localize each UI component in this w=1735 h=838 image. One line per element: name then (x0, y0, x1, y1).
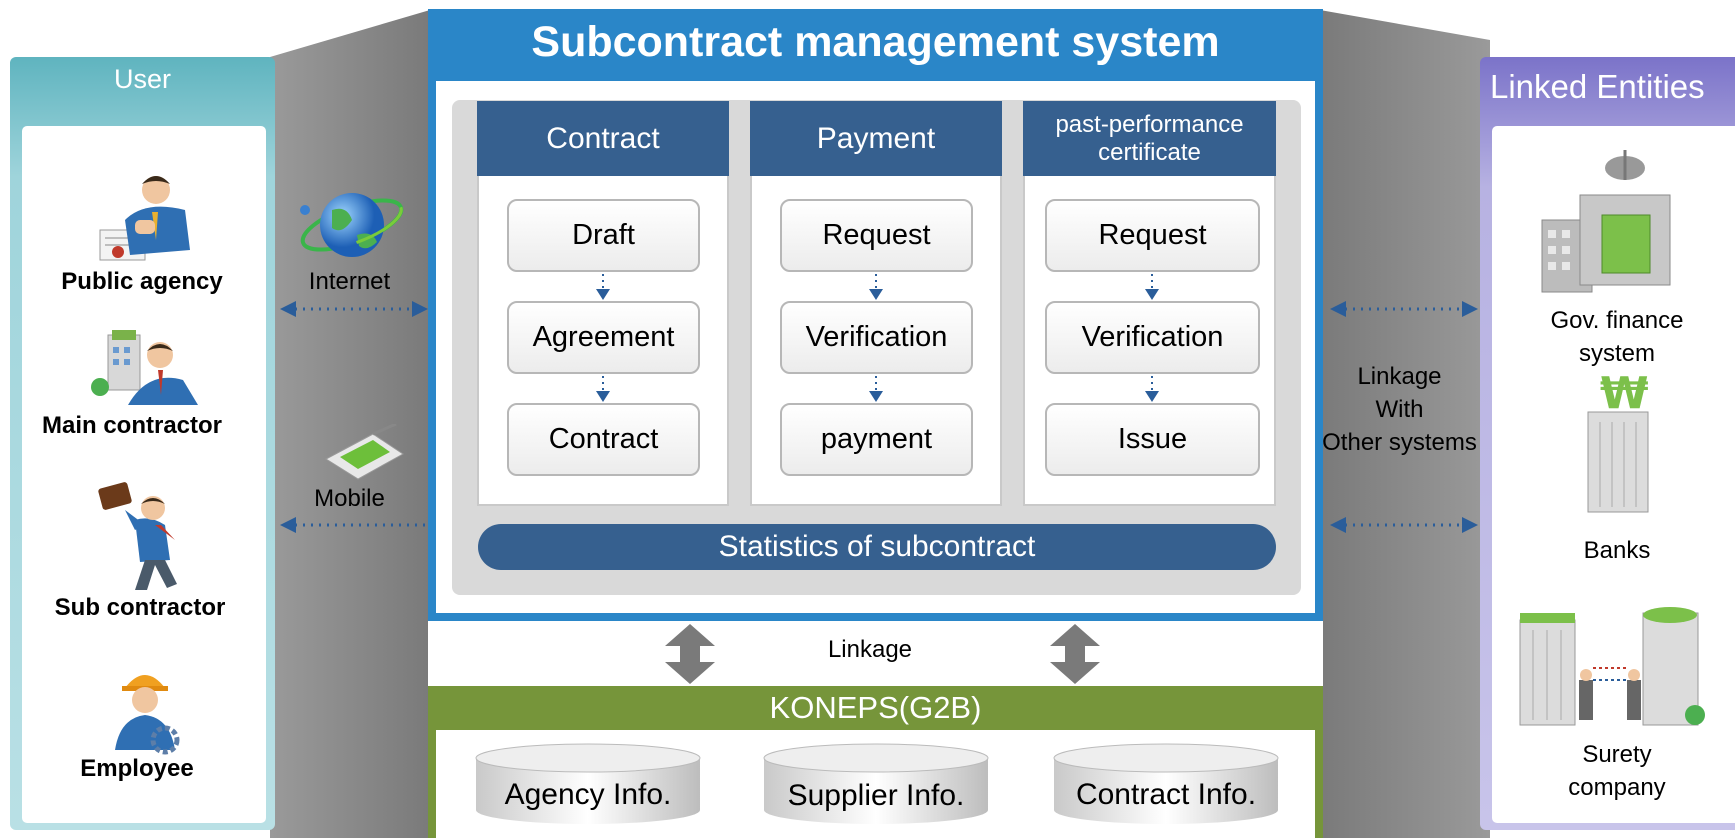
left-funnel (270, 10, 430, 838)
public-agency-icon (99, 176, 190, 261)
user-public-agency: Public agency (61, 268, 223, 295)
linkage-band (428, 621, 1323, 686)
linked-entities-title: Linked Entities (1490, 68, 1705, 105)
linkage-left-arrow-icon (665, 624, 715, 684)
step-certificate-request: Request (1045, 199, 1260, 272)
step-verification: Verification (780, 301, 973, 374)
channel-mobile: Mobile (314, 485, 385, 512)
linkage-line: With (1375, 396, 1424, 423)
linkage-right-arrow-icon (1050, 624, 1100, 684)
entity-gov-finance: Gov. finance system (1517, 304, 1717, 370)
user-main-contractor: Main contractor (41, 412, 223, 439)
user-employee: Employee (80, 755, 194, 782)
user-sub-contractor: Sub contractor (54, 594, 226, 621)
employee-icon (115, 675, 180, 755)
down-arrow (1145, 289, 1159, 300)
linkage-label: Linkage (827, 636, 913, 663)
database-icon (475, 743, 701, 824)
arrowhead (1462, 517, 1478, 533)
mobile-device-icon (325, 424, 404, 480)
bank-building-icon: ₩ (1587, 372, 1649, 513)
db-supplier-info: Supplier Info. (787, 779, 965, 812)
channel-internet: Internet (308, 268, 391, 295)
database-icon (763, 743, 989, 824)
step-agreement: Agreement (507, 301, 700, 374)
arrowhead (280, 517, 296, 533)
down-arrow (869, 391, 883, 402)
koneps-title: KONEPS(G2B) (769, 690, 982, 725)
step-certificate-verification: Verification (1045, 301, 1260, 374)
past-performance-column-header: past-performance certificate (1023, 101, 1276, 176)
down-arrow (596, 391, 610, 402)
down-arrow (869, 289, 883, 300)
entity-line: company (1568, 774, 1666, 801)
entity-banks: Banks (1583, 537, 1651, 564)
contract-column-header: Contract (477, 101, 729, 176)
step-request: Request (780, 199, 973, 272)
system-title: Subcontract management system (531, 18, 1220, 66)
payment-column-header: Payment (750, 101, 1002, 176)
user-panel-title: User (113, 64, 171, 94)
step-payment: payment (780, 403, 973, 476)
step-contract: Contract (507, 403, 700, 476)
linkage-line: Other systems (1322, 429, 1477, 456)
linkage-other-systems: Linkage With Other systems (1312, 360, 1487, 459)
gov-finance-building-icon (1541, 150, 1671, 293)
step-draft: Draft (507, 199, 700, 272)
statistics-bar: Statistics of subcontract (478, 524, 1276, 570)
main-contractor-icon (91, 330, 198, 405)
db-agency-info: Agency Info. (504, 778, 672, 811)
step-issue: Issue (1045, 403, 1260, 476)
linkage-line: Linkage (1357, 363, 1442, 390)
entity-surety-company: Surety company (1517, 738, 1717, 804)
arrowhead (280, 301, 296, 317)
header-line: past-performance (1055, 110, 1244, 138)
db-contract-info: Contract Info. (1075, 778, 1257, 811)
internet-globe-icon (300, 193, 404, 257)
surety-company-icon (1519, 607, 1705, 726)
right-funnel (1320, 10, 1490, 838)
arrowhead (1330, 517, 1346, 533)
sub-contractor-icon (98, 482, 177, 590)
arrowhead (1330, 301, 1346, 317)
arrowhead (412, 301, 428, 317)
won-symbol: ₩ (1600, 372, 1649, 419)
entity-line: Surety (1582, 741, 1652, 768)
down-arrow (596, 289, 610, 300)
header-line: certificate (1098, 138, 1201, 166)
arrowhead (1462, 301, 1478, 317)
entity-line: system (1578, 340, 1655, 367)
down-arrow (1145, 391, 1159, 402)
database-icon (1053, 743, 1279, 824)
entity-line: Gov. finance (1550, 307, 1684, 334)
